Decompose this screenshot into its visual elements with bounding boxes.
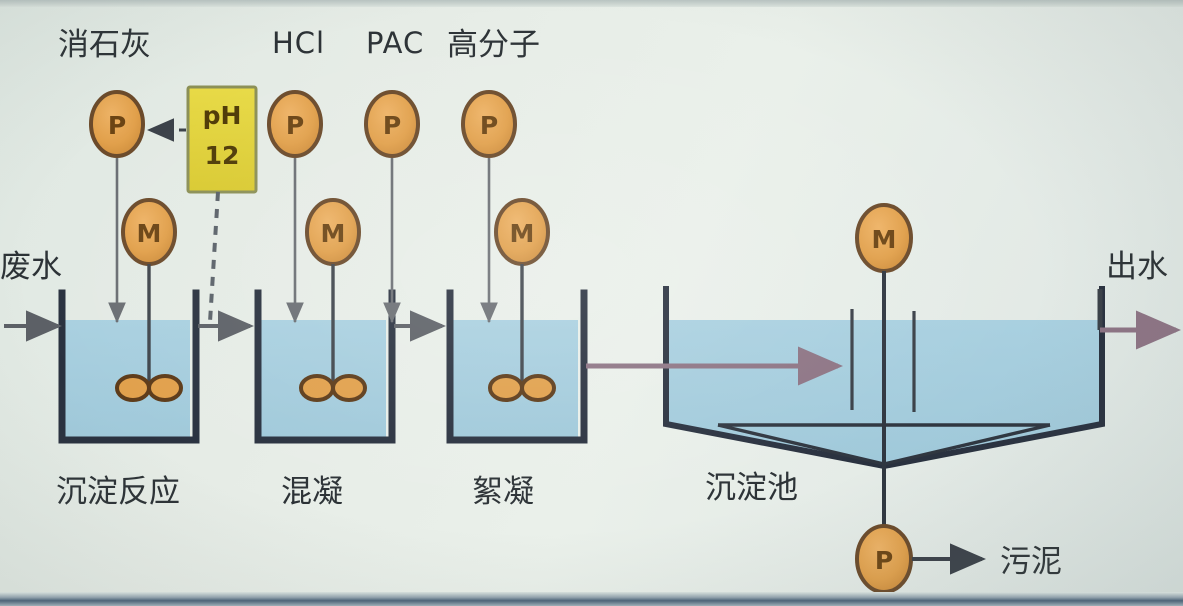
tank-1-wall [58,289,200,444]
pump-hcl-letter: P [286,111,304,140]
clarifier-label: 沉淀池 [705,470,798,506]
label-hcl: HCl [272,26,325,60]
pump-pac[interactable]: P [364,90,420,158]
label-influent: 废水 [0,249,62,285]
clarifier-rake-blades [717,423,1051,466]
tank-2-label: 混凝 [281,474,343,510]
tank-2-wall [254,289,396,444]
motor-tank-2[interactable]: M [305,198,361,266]
pump-polymer[interactable]: P [461,90,517,158]
motor-tank-1[interactable]: M [121,198,177,266]
tank-3-impeller [488,374,556,402]
slide-bottom-edge [0,592,1183,606]
tank-1-impeller [115,374,183,402]
ph-value: 12 [205,141,240,170]
label-pac: PAC [366,26,424,60]
motor-tank-2-letter: M [321,219,346,248]
tank-3-label: 絮凝 [472,474,534,510]
ph-label: pH [203,101,242,130]
label-polymer: 高分子 [447,27,540,63]
motor-tank-3[interactable]: M [494,198,550,266]
label-sludge: 污泥 [1000,544,1062,580]
pump-lime[interactable]: P [89,90,145,158]
tank-2-impeller [299,374,367,402]
tank-1-label: 沉淀反应 [56,474,180,510]
pump-hcl[interactable]: P [267,90,323,158]
label-effluent: 出水 [1106,249,1168,285]
motor-clarifier-letter: M [872,225,897,254]
pump-sludge[interactable]: P [855,524,913,594]
motor-tank-3-letter: M [510,219,535,248]
pump-lime-letter: P [108,111,126,140]
pump-sludge-letter: P [875,546,893,575]
pump-polymer-letter: P [480,111,498,140]
tank-3-wall [446,289,588,444]
label-lime: 消石灰 [58,27,151,63]
ph-probe-line [208,191,220,323]
motor-clarifier[interactable]: M [855,203,913,273]
slide-top-edge [0,0,1183,7]
ph-meter-box[interactable]: pH 12 [186,85,258,194]
motor-tank-1-letter: M [137,219,162,248]
pump-pac-letter: P [383,111,401,140]
